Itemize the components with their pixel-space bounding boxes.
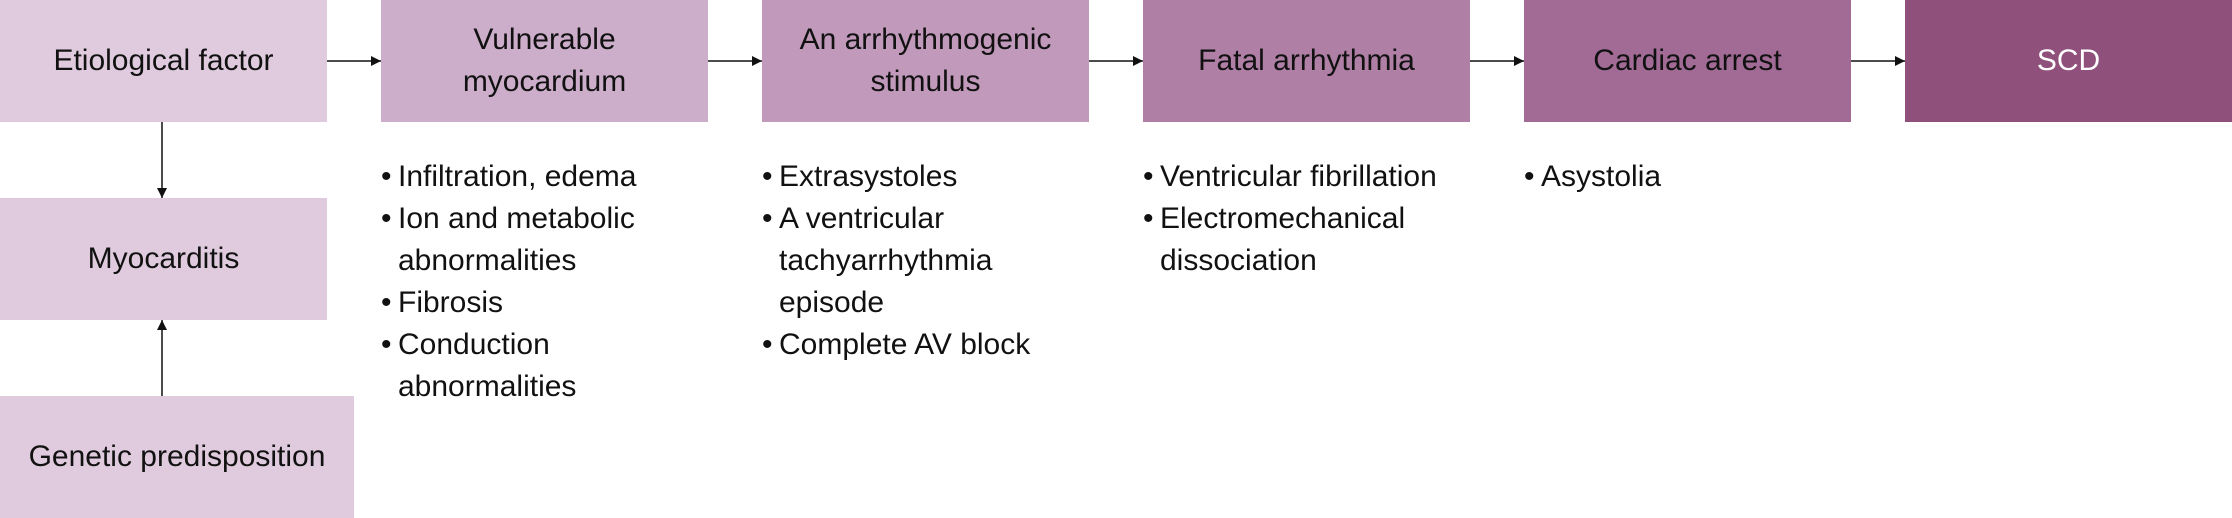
etiological-factor-label: Etiological factor [53, 44, 274, 77]
arrhythmogenic-stimulus-label: An arrhythmogenic stimulus [800, 19, 1052, 103]
detail-item-line: abnormalities [398, 370, 577, 403]
vulnerable-myocardium-label: Vulnerable myocardium [463, 19, 626, 103]
etiological-factor-box: Etiological factor [0, 0, 327, 122]
detail-item-line: abnormalities [398, 244, 577, 277]
detail-item: Infiltration, edema [381, 156, 636, 198]
detail-item: Conduction abnormalities [381, 324, 636, 408]
detail-item: Extrasystoles [762, 156, 1030, 198]
genetic-predisposition-box: Genetic predisposition [0, 396, 354, 518]
myocarditis-label: Myocarditis [87, 242, 240, 275]
arrhythmogenic-stimulus-label-line: An arrhythmogenic [799, 23, 1052, 56]
detail-item-line: dissociation [1160, 244, 1317, 277]
fatal-arrhythmia-box: Fatal arrhythmia [1143, 0, 1470, 122]
detail-item-line: Conduction [398, 328, 550, 361]
scd-box: SCD [1905, 0, 2232, 122]
fatal-arrhythmia-label: Fatal arrhythmia [1198, 44, 1415, 77]
detail-item-line: Asystolia [1541, 160, 1662, 193]
detail-item-line: episode [779, 286, 885, 319]
arrhythmogenic-stimulus-box: An arrhythmogenic stimulus [762, 0, 1089, 122]
cardiac-arrest-box: Cardiac arrest [1524, 0, 1851, 122]
detail-item: Complete AV block [762, 324, 1030, 366]
scd-label: SCD [2036, 44, 2101, 77]
detail-item: Asystolia [1524, 156, 1661, 198]
detail-item: Fibrosis [381, 282, 636, 324]
genetic-predisposition-label: Genetic predisposition [28, 440, 326, 473]
detail-item-line: Fibrosis [398, 286, 504, 319]
arrhythmogenic-stimulus-details: Extrasystoles A ventricular tachyarrhyth… [762, 156, 1030, 366]
detail-item-line: Infiltration, edema [398, 160, 637, 193]
detail-item-line: Ion and metabolic [398, 202, 635, 235]
detail-item: Ion and metabolic abnormalities [381, 198, 636, 282]
vulnerable-myocardium-details: Infiltration, edema Ion and metabolic ab… [381, 156, 636, 408]
cardiac-arrest-details: Asystolia [1524, 156, 1661, 198]
detail-item: Electromechanical dissociation [1143, 198, 1437, 282]
detail-item-line: Electromechanical [1160, 202, 1406, 235]
detail-item-line: A ventricular [779, 202, 945, 235]
detail-item-line: tachyarrhythmia [779, 244, 993, 277]
vulnerable-myocardium-label-line: myocardium [462, 65, 627, 98]
detail-item-line: Ventricular fibrillation [1160, 160, 1437, 193]
detail-item-line: Extrasystoles [779, 160, 958, 193]
arrhythmogenic-stimulus-label-line: stimulus [870, 65, 981, 98]
myocarditis-box: Myocarditis [0, 198, 327, 320]
fatal-arrhythmia-details: Ventricular fibrillation Electromechanic… [1143, 156, 1437, 282]
detail-item: Ventricular fibrillation [1143, 156, 1437, 198]
vulnerable-myocardium-box: Vulnerable myocardium [381, 0, 708, 122]
vulnerable-myocardium-label-line: Vulnerable [473, 23, 616, 56]
detail-item: A ventricular tachyarrhythmia episode [762, 198, 1030, 324]
detail-item-line: Complete AV block [779, 328, 1031, 361]
cardiac-arrest-label: Cardiac arrest [1593, 44, 1782, 77]
